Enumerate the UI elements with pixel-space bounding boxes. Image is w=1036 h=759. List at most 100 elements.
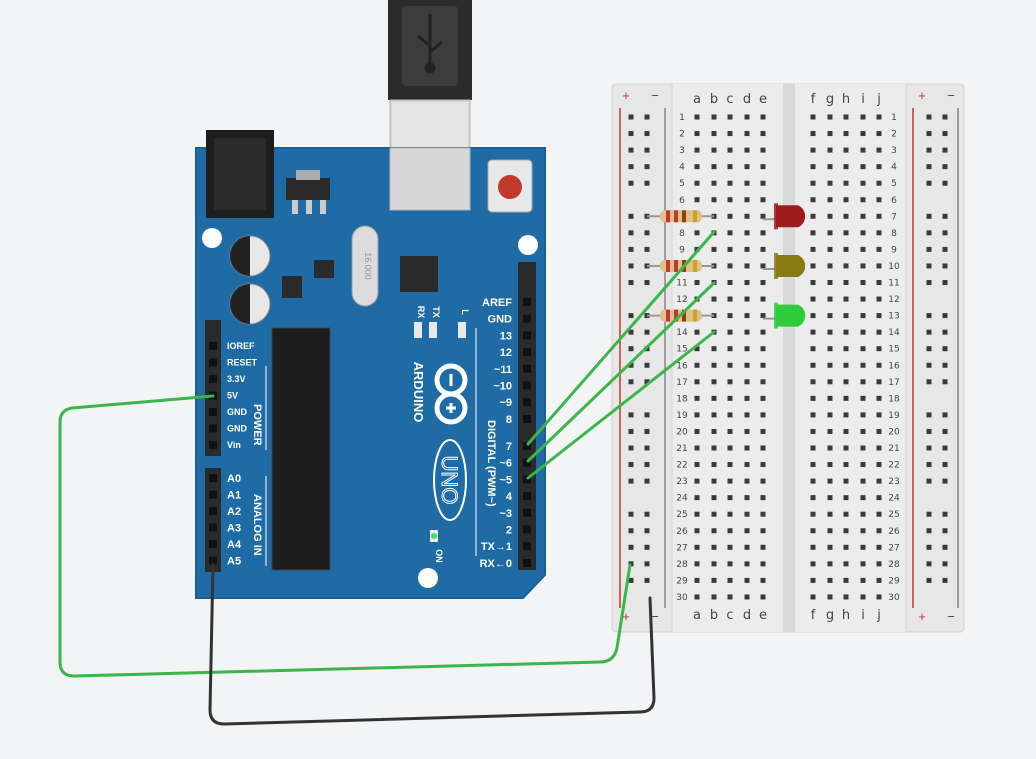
breadboard-hole[interactable] xyxy=(827,395,833,401)
breadboard-hole[interactable] xyxy=(843,544,849,550)
breadboard-hole[interactable] xyxy=(843,511,849,517)
breadboard-hole[interactable] xyxy=(810,528,816,534)
rail-hole[interactable] xyxy=(644,379,650,385)
rail-hole[interactable] xyxy=(942,147,948,153)
breadboard-hole[interactable] xyxy=(711,362,717,368)
breadboard-hole[interactable] xyxy=(694,280,700,285)
breadboard-hole[interactable] xyxy=(727,428,733,434)
breadboard-hole[interactable] xyxy=(694,131,700,137)
rail-hole[interactable] xyxy=(942,280,948,285)
breadboard-hole[interactable] xyxy=(860,280,866,285)
rail-hole[interactable] xyxy=(942,428,948,434)
digital-pin-socket[interactable] xyxy=(523,442,531,450)
breadboard-hole[interactable] xyxy=(744,280,750,285)
breadboard-hole[interactable] xyxy=(827,544,833,550)
rail-hole[interactable] xyxy=(942,263,948,269)
rail-hole[interactable] xyxy=(628,511,634,517)
breadboard-hole[interactable] xyxy=(810,395,816,401)
breadboard-hole[interactable] xyxy=(711,462,717,468)
rail-hole[interactable] xyxy=(628,428,634,434)
breadboard-hole[interactable] xyxy=(694,346,700,352)
breadboard-hole[interactable] xyxy=(727,180,733,186)
breadboard-hole[interactable] xyxy=(760,528,766,534)
rail-hole[interactable] xyxy=(926,412,932,418)
breadboard-hole[interactable] xyxy=(860,561,866,567)
breadboard-hole[interactable] xyxy=(860,511,866,517)
breadboard-hole[interactable] xyxy=(744,594,750,600)
breadboard-hole[interactable] xyxy=(810,313,816,319)
rail-hole[interactable] xyxy=(926,511,932,517)
rail-hole[interactable] xyxy=(644,428,650,434)
rail-hole[interactable] xyxy=(644,561,650,567)
breadboard-hole[interactable] xyxy=(876,230,882,236)
breadboard-hole[interactable] xyxy=(843,213,849,219)
rail-hole[interactable] xyxy=(628,577,634,583)
breadboard-hole[interactable] xyxy=(727,544,733,550)
rail-hole[interactable] xyxy=(628,164,634,170)
breadboard-hole[interactable] xyxy=(694,180,700,186)
rail-hole[interactable] xyxy=(628,445,634,451)
breadboard-hole[interactable] xyxy=(744,412,750,418)
breadboard-hole[interactable] xyxy=(760,495,766,501)
rail-hole[interactable] xyxy=(628,528,634,534)
breadboard-hole[interactable] xyxy=(827,329,833,335)
breadboard-hole[interactable] xyxy=(810,230,816,236)
rail-hole[interactable] xyxy=(628,329,634,335)
rail-hole[interactable] xyxy=(926,280,932,285)
breadboard-hole[interactable] xyxy=(876,346,882,352)
breadboard-hole[interactable] xyxy=(760,246,766,252)
breadboard-hole[interactable] xyxy=(727,246,733,252)
rail-hole[interactable] xyxy=(942,313,948,319)
breadboard-hole[interactable] xyxy=(744,395,750,401)
breadboard-hole[interactable] xyxy=(727,213,733,219)
reset-button[interactable] xyxy=(487,159,533,213)
breadboard-hole[interactable] xyxy=(876,445,882,451)
breadboard-hole[interactable] xyxy=(694,197,700,203)
breadboard-hole[interactable] xyxy=(860,544,866,550)
breadboard-hole[interactable] xyxy=(744,346,750,352)
breadboard-hole[interactable] xyxy=(843,462,849,468)
breadboard-hole[interactable] xyxy=(694,230,700,236)
led-green[interactable] xyxy=(763,302,806,329)
breadboard-hole[interactable] xyxy=(760,544,766,550)
rail-hole[interactable] xyxy=(942,230,948,236)
breadboard-hole[interactable] xyxy=(876,544,882,550)
breadboard-hole[interactable] xyxy=(843,428,849,434)
breadboard-hole[interactable] xyxy=(876,164,882,170)
rail-hole[interactable] xyxy=(926,213,932,219)
arduino-board[interactable]: 16.000 RX TX L ARDUINO UNO ON xyxy=(195,130,546,599)
breadboard-hole[interactable] xyxy=(727,280,733,285)
breadboard-hole[interactable] xyxy=(760,164,766,170)
breadboard-hole[interactable] xyxy=(843,230,849,236)
rail-hole[interactable] xyxy=(628,412,634,418)
rail-hole[interactable] xyxy=(926,561,932,567)
rail-hole[interactable] xyxy=(926,346,932,352)
breadboard-hole[interactable] xyxy=(827,577,833,583)
breadboard-hole[interactable] xyxy=(694,114,700,120)
breadboard-hole[interactable] xyxy=(744,544,750,550)
breadboard-hole[interactable] xyxy=(744,528,750,534)
breadboard-hole[interactable] xyxy=(876,131,882,137)
breadboard-hole[interactable] xyxy=(843,263,849,269)
rail-hole[interactable] xyxy=(926,544,932,550)
breadboard-hole[interactable] xyxy=(727,197,733,203)
rail-hole[interactable] xyxy=(926,462,932,468)
power-pin-socket[interactable] xyxy=(209,375,217,383)
digital-pin-socket[interactable] xyxy=(523,398,531,407)
breadboard-hole[interactable] xyxy=(843,346,849,352)
breadboard-hole[interactable] xyxy=(760,511,766,517)
breadboard-hole[interactable] xyxy=(827,511,833,517)
breadboard-hole[interactable] xyxy=(727,395,733,401)
breadboard-hole[interactable] xyxy=(843,561,849,567)
rail-hole[interactable] xyxy=(942,577,948,583)
digital-pin-socket[interactable] xyxy=(523,414,531,423)
breadboard-hole[interactable] xyxy=(727,528,733,534)
breadboard-hole[interactable] xyxy=(744,577,750,583)
rail-hole[interactable] xyxy=(628,263,634,269)
breadboard-hole[interactable] xyxy=(860,445,866,451)
breadboard-hole[interactable] xyxy=(860,313,866,319)
rail-hole[interactable] xyxy=(628,362,634,368)
breadboard-hole[interactable] xyxy=(744,131,750,137)
breadboard-hole[interactable] xyxy=(760,296,766,302)
